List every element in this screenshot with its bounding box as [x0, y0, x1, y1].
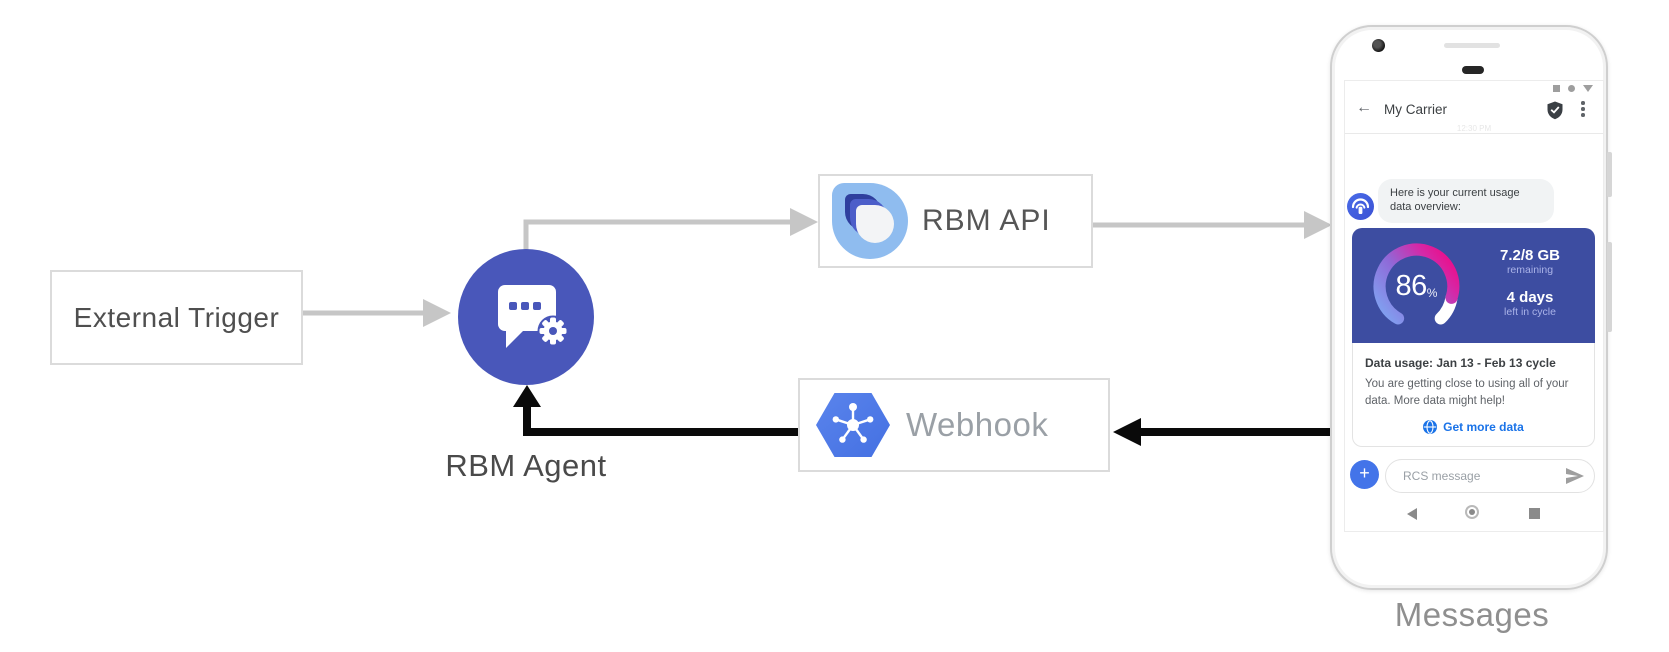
messages-label: Messages [1394, 596, 1550, 633]
phone-screen: ← My Carrier 12:30 PM Here is your curre… [1344, 80, 1604, 532]
rcs-message-input[interactable] [1401, 468, 1566, 484]
status-dot-icon [1568, 85, 1575, 92]
agent-message-bubble: Here is your current usage data overview… [1378, 179, 1554, 223]
usage-card-title: Data usage: Jan 13 - Feb 13 cycle [1365, 356, 1556, 370]
conversation-header: ← My Carrier 12:30 PM [1345, 81, 1603, 134]
speaker-grille [1444, 43, 1500, 48]
volume-button [1607, 242, 1612, 332]
external-trigger-label: External Trigger [73, 301, 280, 333]
send-icon[interactable] [1566, 468, 1584, 484]
carrier-signal-icon [1351, 198, 1370, 214]
rbm-logo-icon [832, 183, 908, 259]
status-bar [1553, 85, 1593, 92]
status-square-icon [1553, 85, 1560, 92]
attach-plus-button[interactable]: + [1350, 460, 1379, 489]
nav-back-icon[interactable] [1407, 508, 1417, 520]
globe-icon [1423, 420, 1438, 435]
get-more-data-label: Get more data [1443, 420, 1524, 435]
node-rbm-agent [458, 249, 594, 385]
overflow-menu-icon[interactable] [1581, 101, 1585, 117]
faint-timestamp: 12:30 PM [1456, 124, 1492, 133]
earpiece [1462, 66, 1484, 74]
rbm-api-label: RBM API [922, 204, 1051, 237]
usage-card-text: You are getting close to using all of yo… [1365, 378, 1569, 407]
usage-card-body: Data usage: Jan 13 - Feb 13 cycle You ar… [1352, 343, 1595, 448]
conversation-title: My Carrier [1384, 102, 1447, 117]
power-button [1607, 152, 1612, 197]
usage-card: 86 % 7.2/8 GB remaining 4 days left in c… [1352, 228, 1595, 448]
nav-home-icon[interactable] [1465, 505, 1479, 519]
back-arrow-icon[interactable]: ← [1356, 99, 1372, 116]
remaining-value: 7.2/8 GB [1499, 247, 1561, 264]
rbm-agent-label: RBM Agent [445, 448, 607, 483]
days-caption: left in cycle [1504, 306, 1556, 318]
agent-message-text: Here is your current usage data overview… [1390, 187, 1520, 213]
days-value: 4 days [1506, 289, 1554, 306]
node-external-trigger: External Trigger [50, 270, 303, 365]
webhook-label: Webhook [906, 406, 1049, 443]
webhook-hexagon-icon [816, 393, 890, 457]
gauge-percent: 86 % [1395, 270, 1438, 302]
verified-shield-icon [1547, 101, 1563, 120]
agent-avatar [1347, 193, 1374, 220]
gauge-ring-icon [1373, 243, 1460, 325]
usage-card-media: 86 % 7.2/8 GB remaining 4 days left in c… [1352, 228, 1595, 343]
usage-gauge: 86 % [1368, 238, 1465, 335]
nav-recents-icon[interactable] [1529, 508, 1540, 519]
front-camera [1372, 39, 1385, 52]
node-webhook: Webhook [798, 378, 1110, 472]
node-rbm-api: RBM API [818, 174, 1093, 268]
status-triangle-icon [1583, 85, 1593, 92]
chat-gear-icon [498, 285, 569, 348]
usage-stats: 7.2/8 GB remaining 4 days left in cycle [1472, 247, 1588, 331]
remaining-caption: remaining [1506, 264, 1554, 276]
get-more-data-link[interactable]: Get more data [1365, 420, 1582, 435]
phone-device: ← My Carrier 12:30 PM Here is your curre… [1330, 25, 1612, 590]
message-input-container [1385, 459, 1595, 493]
